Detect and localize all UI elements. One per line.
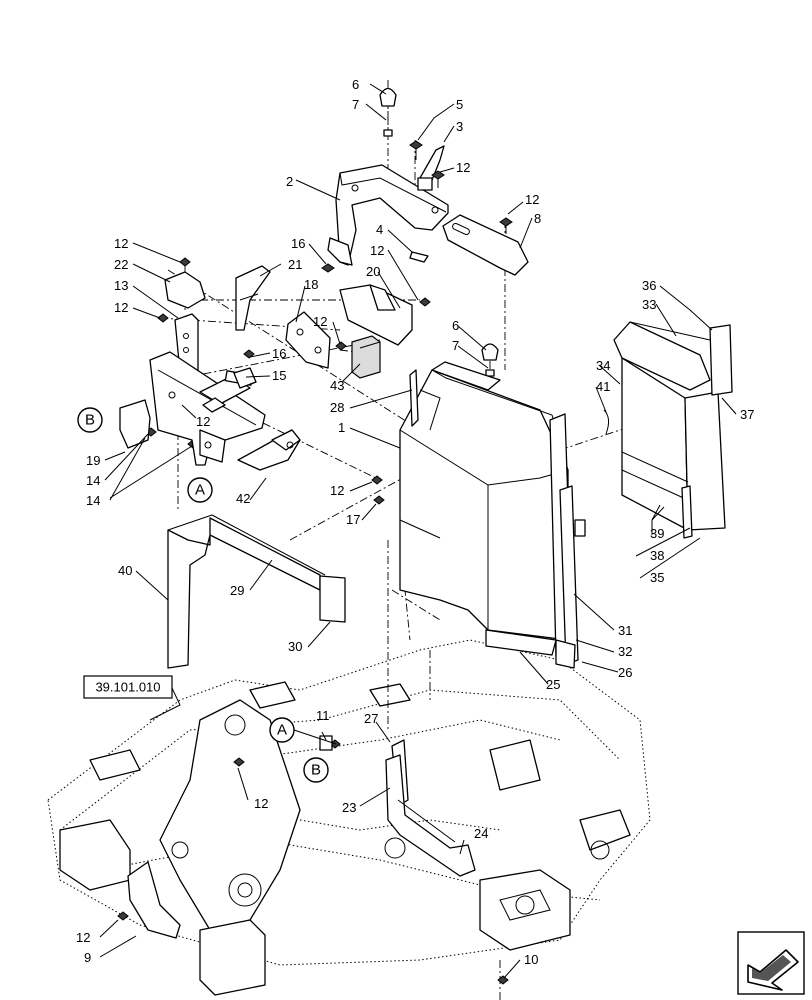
part-label: 4 <box>376 222 383 237</box>
bracket-part-21 <box>235 265 271 331</box>
part-label: 20 <box>366 264 380 279</box>
upper-frame-chassis <box>47 639 651 996</box>
part-label: 9 <box>84 950 91 965</box>
part-label: 36 <box>642 278 656 293</box>
callout-a-upper: A <box>187 477 213 503</box>
part-label: 10 <box>524 952 538 967</box>
plate-part-22 <box>164 271 206 309</box>
bracket-part-19 <box>119 399 151 449</box>
part-label: 22 <box>114 257 128 272</box>
part-label: 37 <box>740 407 754 422</box>
part-label: 43 <box>330 378 344 393</box>
part-label: 32 <box>618 644 632 659</box>
part-label: 21 <box>288 257 302 272</box>
part-label: 8 <box>534 211 541 226</box>
part-label: 3 <box>456 119 463 134</box>
part-label: 12 <box>525 192 539 207</box>
part-label: 34 <box>596 358 610 373</box>
part-label: 7 <box>452 338 459 353</box>
part-label: 12 <box>254 796 268 811</box>
bracket-part-42 <box>237 429 301 471</box>
reference-box[interactable]: 39.101.010 <box>83 675 173 699</box>
part-label: 33 <box>642 297 656 312</box>
callout-b-lower: B <box>303 757 329 783</box>
bolt-part-11 <box>319 735 333 751</box>
part-label: 41 <box>596 379 610 394</box>
part-label: 6 <box>352 77 359 92</box>
callout-b-lower-text: B <box>311 762 321 779</box>
plate-part-18 <box>285 311 331 369</box>
part-label: 12 <box>456 160 470 175</box>
part-label: 12 <box>76 930 90 945</box>
shim-part-4 <box>409 251 429 263</box>
leader-lines <box>99 83 737 979</box>
part-label: 40 <box>118 563 132 578</box>
knob-and-washer-right <box>481 343 499 377</box>
part-label: 14 <box>86 473 100 488</box>
clip-part-15 <box>233 367 257 389</box>
part-label: 15 <box>272 368 286 383</box>
part-label: 12 <box>196 414 210 429</box>
part-label: 5 <box>456 97 463 112</box>
part-label: 19 <box>86 453 100 468</box>
part-number-labels: 6 7 5 3 12 2 12 8 4 12 16 12 22 21 20 13… <box>76 77 754 967</box>
part-label: 16 <box>272 346 286 361</box>
part-label: 12 <box>370 243 384 258</box>
part-label: 39 <box>650 526 664 541</box>
part-label: 30 <box>288 639 302 654</box>
part-label: 23 <box>342 800 356 815</box>
callout-a-lower: A <box>269 717 295 743</box>
part-label: 13 <box>114 278 128 293</box>
callout-a-upper-text: A <box>195 482 205 499</box>
reference-label[interactable]: 39.101.010 <box>95 680 160 695</box>
part-label: 17 <box>346 512 360 527</box>
latch-part-3 <box>417 145 445 191</box>
plate-part-20 <box>339 284 413 346</box>
part-label: 38 <box>650 548 664 563</box>
block-part-43 <box>351 335 381 379</box>
callout-b-upper-text: B <box>85 412 95 429</box>
bracket-part-23-24 <box>385 754 476 877</box>
part-label: 12 <box>330 483 344 498</box>
part-label: 42 <box>236 491 250 506</box>
plate-part-8 <box>442 214 529 276</box>
part-label: 35 <box>650 570 664 585</box>
part-label: 31 <box>618 623 632 638</box>
part-label: 28 <box>330 400 344 415</box>
part-label: 18 <box>304 277 318 292</box>
part-label: 16 <box>291 236 305 251</box>
foam-seal-40-29 <box>167 514 326 669</box>
part-label: 24 <box>474 826 488 841</box>
plate-part-9 <box>127 861 181 939</box>
callout-b-upper: B <box>77 407 103 433</box>
part-label: 27 <box>364 711 378 726</box>
part-label: 6 <box>452 318 459 333</box>
shroud-part-1 <box>399 361 586 669</box>
part-label: 7 <box>352 97 359 112</box>
right-cover-assembly <box>603 321 733 539</box>
part-label: 1 <box>338 420 345 435</box>
part-label: 25 <box>546 677 560 692</box>
part-label: 12 <box>114 236 128 251</box>
callout-a-lower-text: A <box>277 722 287 739</box>
part-label: 14 <box>86 493 100 508</box>
part-label: 11 <box>316 708 330 723</box>
part-label: 12 <box>114 300 128 315</box>
part-label: 2 <box>286 174 293 189</box>
foam-block-30 <box>319 575 346 623</box>
part-label: 29 <box>230 583 244 598</box>
part-label: 12 <box>313 314 327 329</box>
part-label: 26 <box>618 665 632 680</box>
arrow-next-page-icon[interactable] <box>737 931 805 995</box>
